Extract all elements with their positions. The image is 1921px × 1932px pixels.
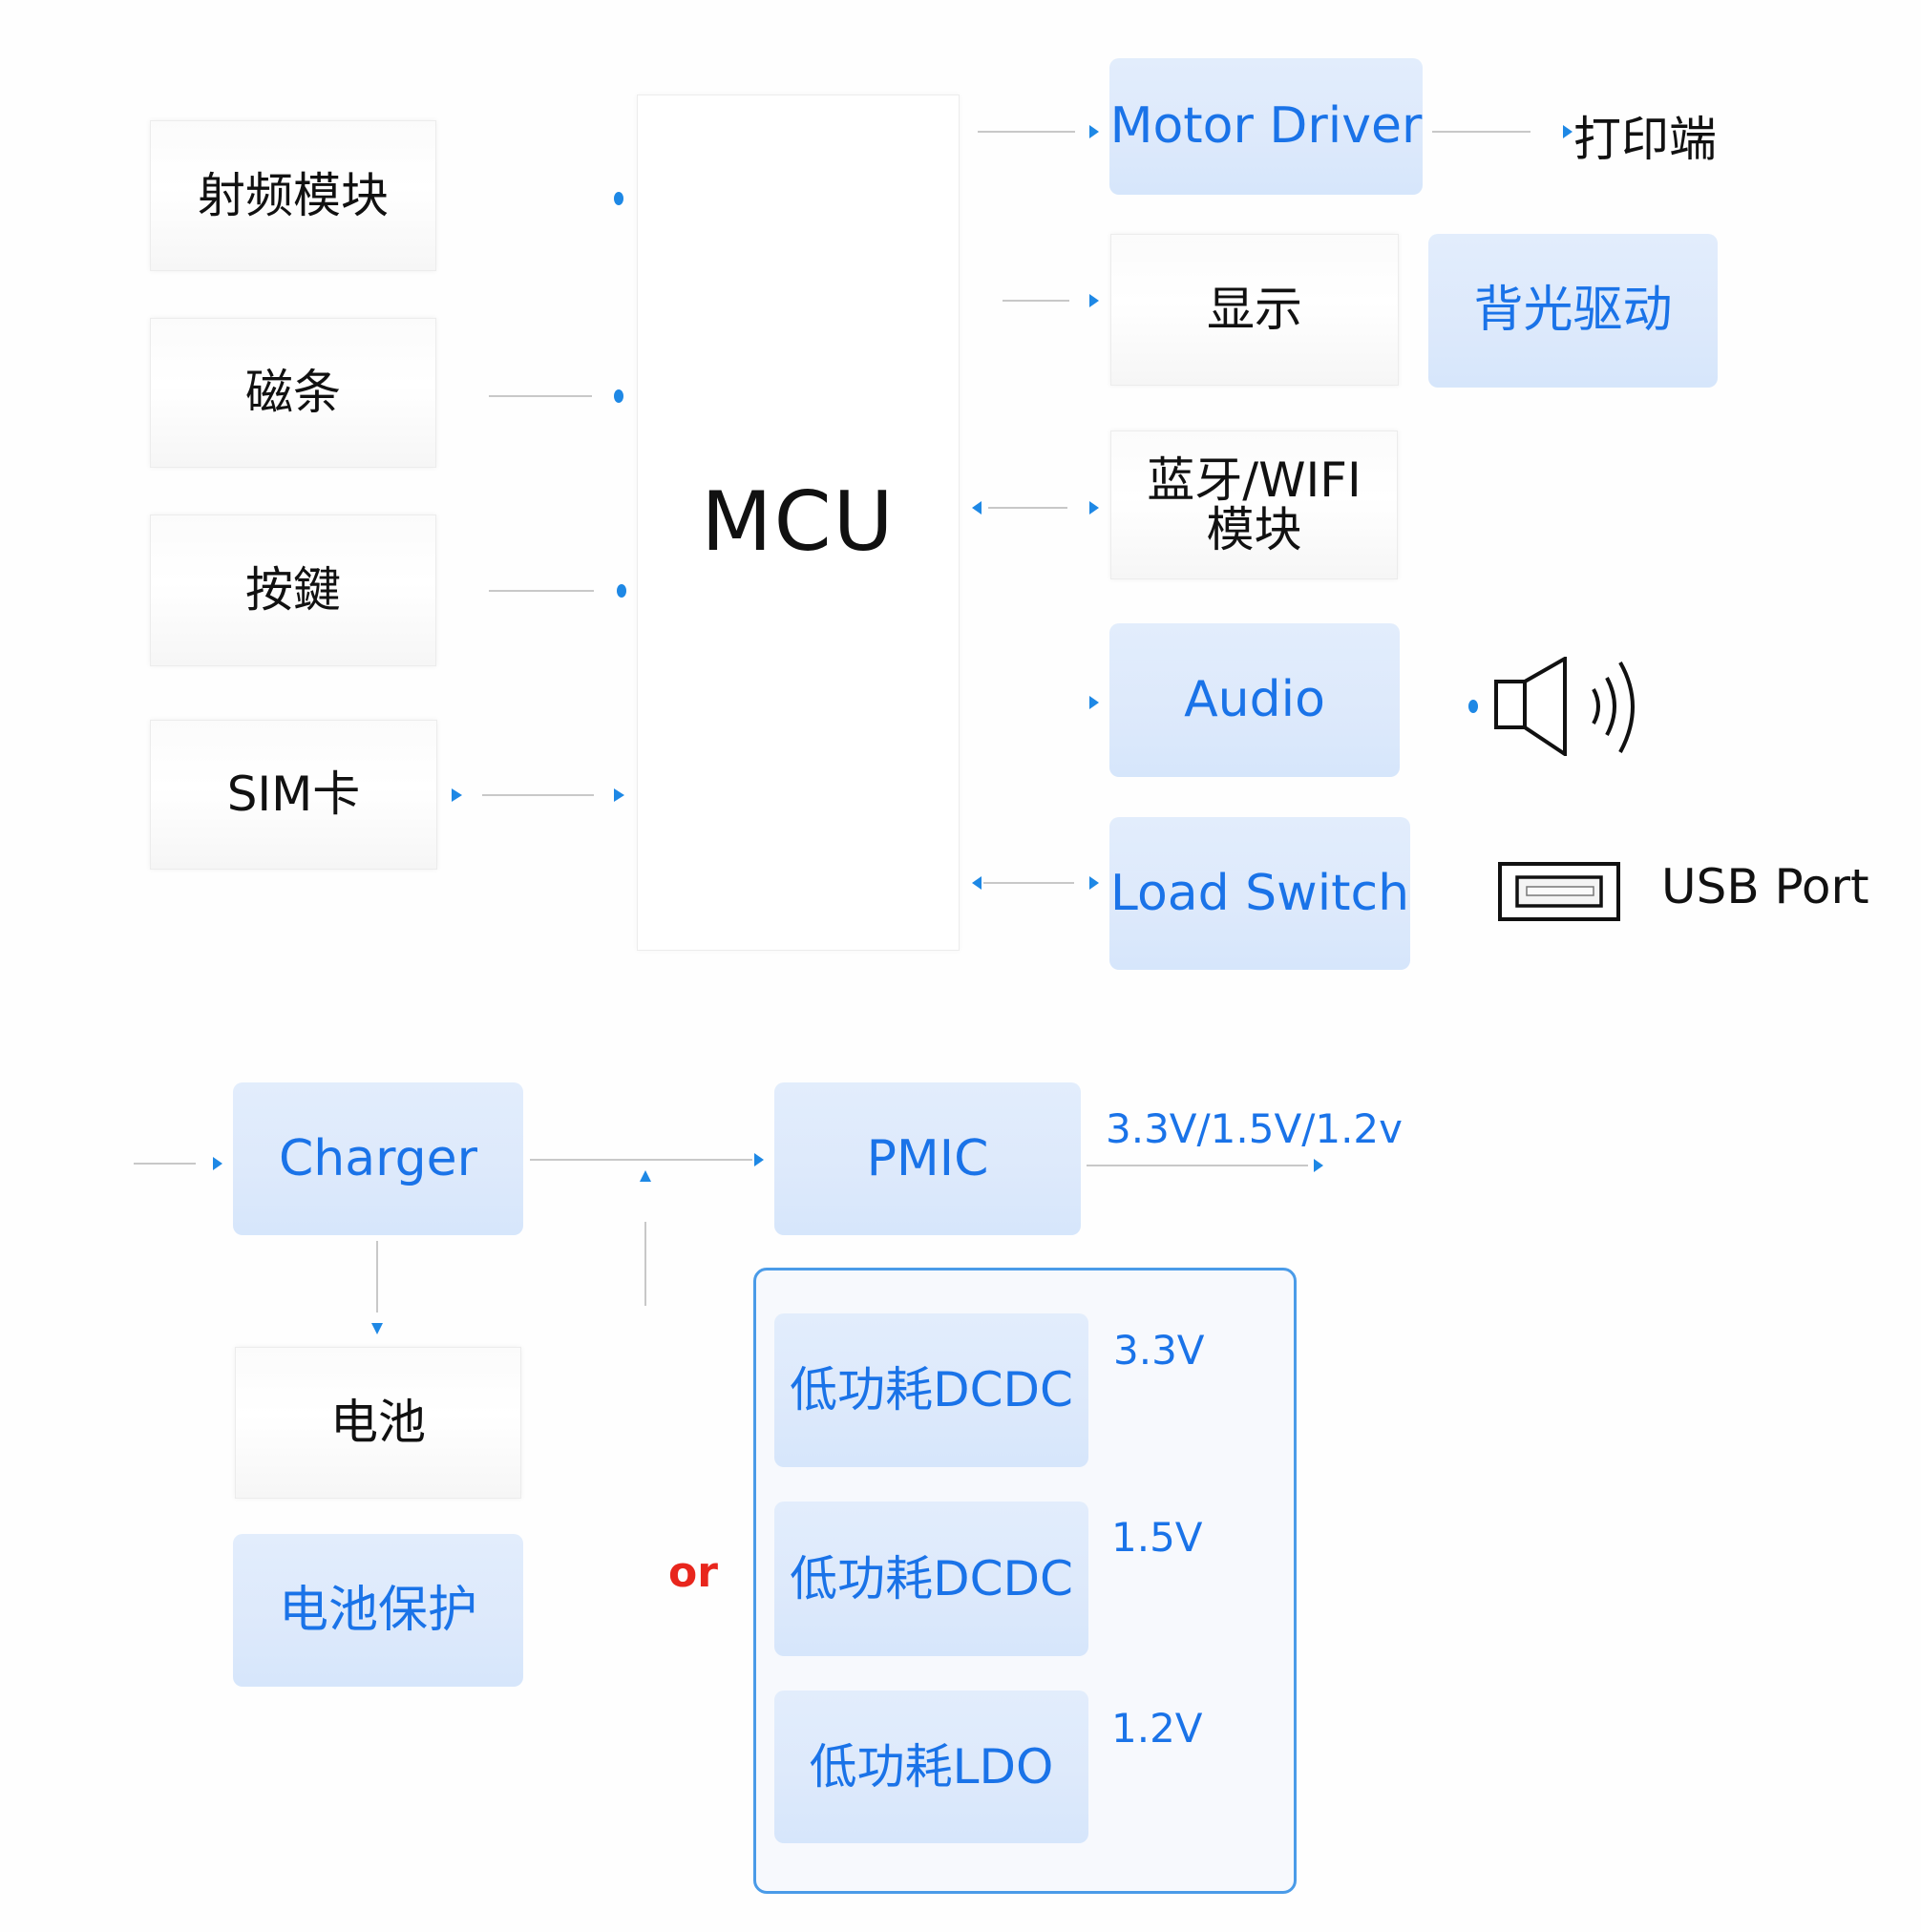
connector-arrow-right [1089, 876, 1099, 890]
mcu-label: MCU [701, 474, 896, 571]
connector-arrow-right [1089, 294, 1099, 307]
load-switch-label: Load Switch [1109, 864, 1410, 922]
pmic-label: PMIC [866, 1129, 989, 1187]
connector-arrow-right [1314, 1159, 1323, 1172]
bt-wifi-label-line2: 模块 [1206, 502, 1302, 557]
keys-label: 按鍵 [245, 562, 341, 619]
load-switch-block: Load Switch [1109, 817, 1410, 970]
mcu-block: MCU [637, 94, 960, 951]
bt-wifi-block: 蓝牙/WIFI 模块 [1110, 430, 1398, 579]
backlight-driver-block: 背光驱动 [1428, 234, 1718, 388]
battery-protection-label: 电池保护 [278, 1581, 477, 1639]
pmic-output-label: 3.3V/1.5V/1.2v [1106, 1105, 1404, 1152]
backlight-driver-label: 背光驱动 [1473, 282, 1673, 340]
dcdc-1v5-output-label: 1.5V [1111, 1514, 1203, 1561]
speaker-icon [1494, 657, 1635, 756]
usb-port-icon [1498, 862, 1620, 921]
connector-arrow-right [1089, 125, 1099, 138]
magstripe-label: 磁条 [245, 365, 341, 421]
dcdc-3v3-output-label: 3.3V [1113, 1327, 1205, 1374]
connector-arrow-up [640, 1170, 651, 1182]
connector-arrow-right [754, 1153, 764, 1166]
audio-label: Audio [1184, 671, 1325, 729]
bt-wifi-label-line1: 蓝牙/WIFI [1147, 452, 1362, 508]
connector-arrow-left [972, 876, 982, 890]
connector-arrow-down [371, 1323, 383, 1334]
rf-module-label: 射频模块 [198, 167, 389, 223]
dcdc-1v5-label: 低功耗DCDC [790, 1550, 1073, 1606]
connector-arrow-left [452, 788, 462, 802]
connector-dot [614, 192, 623, 205]
motor-driver-block: Motor Driver [1109, 58, 1423, 195]
dcdc-3v3-block: 低功耗DCDC [774, 1313, 1088, 1467]
battery-block: 电池 [235, 1347, 521, 1499]
connector-arrow-right [213, 1157, 222, 1170]
display-block: 显示 [1110, 234, 1399, 386]
connector-dot [1468, 700, 1478, 713]
connector-arrow-right [1089, 501, 1099, 514]
sim-card-block: SIM卡 [150, 720, 437, 870]
rf-module-block: 射频模块 [150, 120, 436, 271]
printer-label: 打印端 [1573, 112, 1717, 167]
sim-card-label: SIM卡 [226, 766, 361, 823]
charger-label: Charger [279, 1129, 477, 1187]
connector-arrow-right [1563, 125, 1573, 138]
connector-arrow-right [614, 788, 624, 802]
connector-dot [617, 584, 626, 598]
pmic-block: PMIC [774, 1082, 1081, 1235]
connector-arrow-left [972, 501, 982, 514]
connector-arrow-right [1089, 696, 1099, 709]
charger-block: Charger [233, 1082, 523, 1235]
ldo-1v2-label: 低功耗LDO [809, 1738, 1054, 1795]
dcdc-3v3-label: 低功耗DCDC [790, 1362, 1073, 1418]
or-label: or [668, 1548, 718, 1597]
connector-dot [614, 389, 623, 403]
battery-label: 电池 [330, 1395, 426, 1451]
ldo-1v2-block: 低功耗LDO [774, 1690, 1088, 1843]
keys-block: 按鍵 [150, 514, 436, 666]
magstripe-block: 磁条 [150, 318, 436, 468]
audio-block: Audio [1109, 623, 1400, 777]
display-label: 显示 [1207, 282, 1302, 338]
dcdc-1v5-block: 低功耗DCDC [774, 1502, 1088, 1656]
ldo-1v2-output-label: 1.2V [1111, 1705, 1203, 1752]
battery-protection-block: 电池保护 [233, 1534, 523, 1687]
usb-port-label: USB Port [1661, 859, 1869, 914]
motor-driver-label: Motor Driver [1109, 97, 1423, 156]
